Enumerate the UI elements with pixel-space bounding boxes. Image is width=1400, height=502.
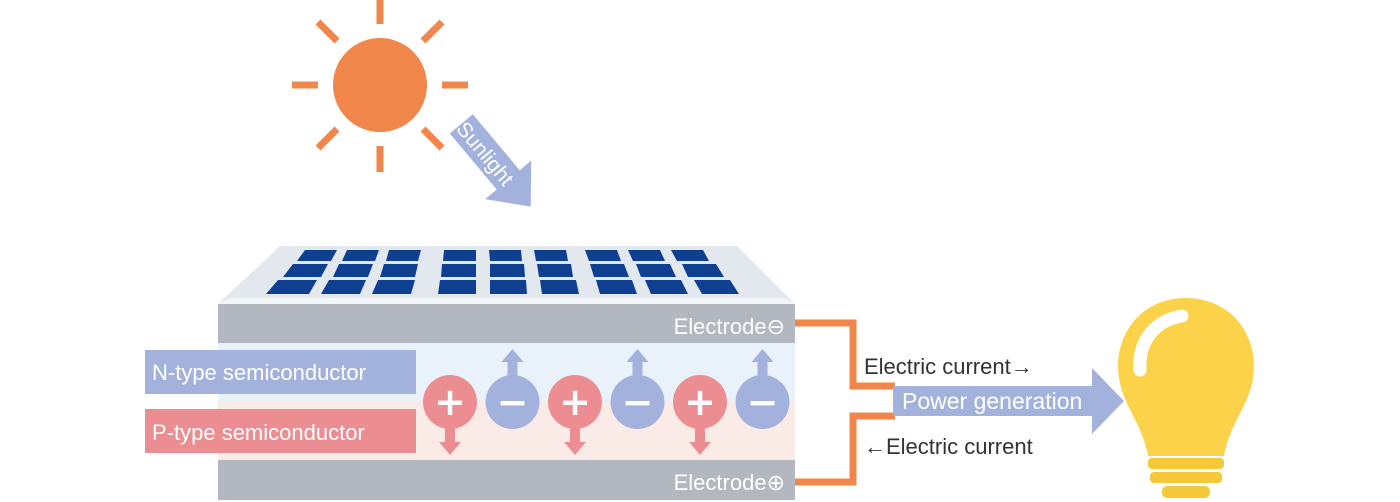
electron-circle (485, 375, 540, 429)
solar-cells (266, 250, 739, 294)
electrode-negative-label: Electrode⊖ (674, 314, 785, 339)
solar-panel-icon (218, 246, 795, 304)
electron-carrier: − (735, 349, 790, 429)
minus-sign: − (622, 380, 654, 424)
n-type-label-box (145, 350, 416, 394)
electron-carrier: − (610, 349, 665, 429)
hole-carrier: + (548, 375, 602, 455)
minus-sign: − (747, 380, 779, 424)
up-arrow-icon (501, 349, 524, 378)
up-arrow-icon (751, 349, 774, 378)
current-in-label: ←Electric current (864, 434, 1033, 459)
electron-circle (735, 375, 790, 429)
sunlight-arrow: Sunlight (449, 114, 532, 207)
hole-circle (423, 375, 477, 429)
p-type-label-box (145, 409, 416, 453)
charge-carriers: +−+−+− (423, 349, 790, 455)
hole-circle (673, 375, 727, 429)
electron-carrier: − (485, 349, 540, 429)
minus-sign: − (497, 380, 529, 424)
electrode-negative-bar (218, 304, 795, 343)
hole-carrier: + (673, 375, 727, 455)
down-arrow-icon (689, 426, 711, 455)
sun-icon (292, 0, 468, 172)
panel-top-highlight (218, 298, 795, 304)
power-generation-label: Power generation (902, 388, 1082, 414)
circuit-wires (795, 319, 895, 486)
power-generation-arrow: Power generation (893, 368, 1124, 434)
electrode-positive-bar (218, 460, 795, 500)
current-out-label: Electric current→ (864, 354, 1033, 379)
n-type-label: N-type semiconductor (152, 360, 366, 385)
plus-sign: + (434, 380, 466, 424)
electrode-positive-label: Electrode⊕ (674, 470, 785, 495)
hole-carrier: + (423, 375, 477, 455)
up-arrow-icon (626, 349, 649, 378)
electron-circle (610, 375, 665, 429)
p-type-label: P-type semiconductor (152, 420, 365, 445)
plus-sign: + (559, 380, 591, 424)
plus-sign: + (684, 380, 716, 424)
down-arrow-icon (439, 426, 461, 455)
light-bulb-icon (1118, 298, 1254, 498)
down-arrow-icon (564, 426, 586, 455)
hole-circle (548, 375, 602, 429)
